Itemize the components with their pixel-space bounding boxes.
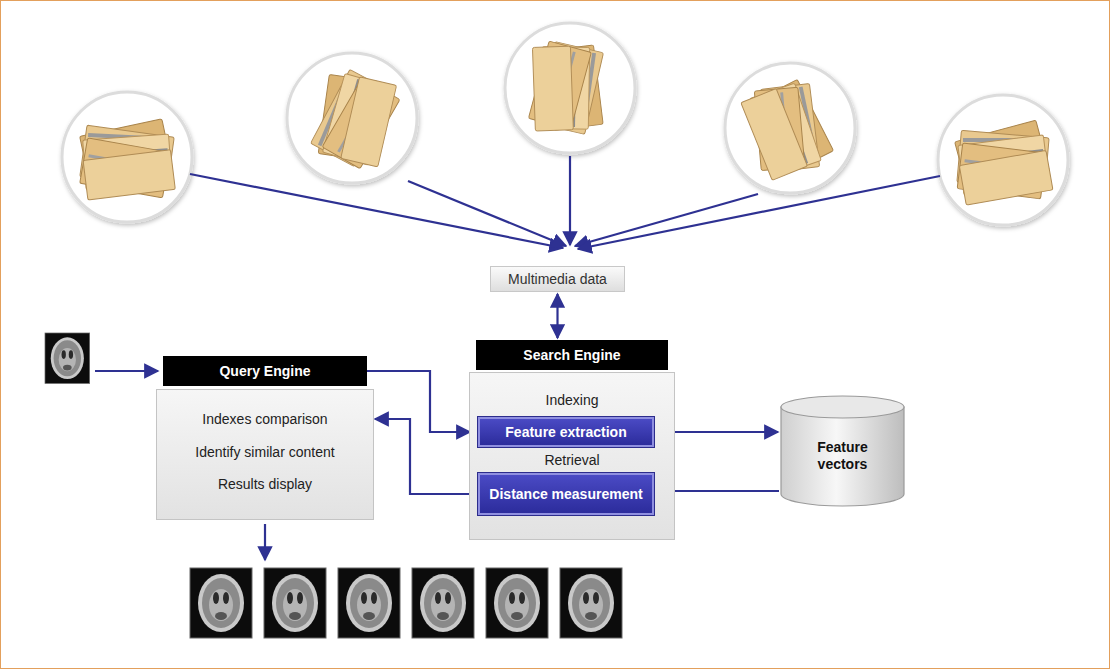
database-cylinder: Feature vectors (780, 395, 905, 507)
source-circle (938, 95, 1068, 225)
folder-stack (739, 75, 837, 183)
cylinder-body (781, 407, 904, 506)
flow-arrow (367, 371, 470, 432)
source-circle (62, 92, 192, 222)
source-circle (505, 23, 635, 153)
engine-header: Search Engine (476, 340, 668, 370)
cylinder-top (781, 396, 904, 418)
node-label: Feature extraction (505, 424, 626, 440)
flow-arrow (375, 419, 470, 494)
result-images (190, 568, 622, 638)
panel-text: Indexing (470, 391, 674, 409)
flow-arrow (556, 294, 558, 338)
panel-text: Identify similar content (157, 443, 373, 461)
result-image (560, 568, 622, 638)
panel-text: Retrieval (470, 451, 674, 469)
results-arrow (264, 524, 266, 560)
source-arrow (575, 194, 758, 246)
source-arrow (569, 156, 571, 245)
engine-panel: Indexes comparisonIdentify similar conte… (156, 389, 374, 520)
engine-header: Query Engine (163, 356, 367, 386)
data-box: Multimedia data (490, 266, 625, 292)
folder-stack (303, 63, 407, 175)
folder-stack (954, 119, 1054, 205)
node-label: Feature vectors (803, 429, 883, 473)
process-box: Feature extraction (478, 417, 654, 447)
result-image (486, 568, 548, 638)
source-arrows (190, 156, 940, 249)
node-label: Distance measurement (489, 486, 642, 502)
result-image (190, 568, 252, 638)
query-image (45, 333, 90, 383)
source-circle (287, 53, 417, 183)
result-image (412, 568, 474, 638)
result-image (264, 568, 326, 638)
source-circle (725, 63, 855, 193)
source-arrow (578, 176, 940, 249)
panel-text: Indexes comparison (157, 410, 373, 428)
folder-stack (525, 40, 610, 137)
result-image (338, 568, 400, 638)
source-arrow (190, 174, 563, 248)
engine-panel: IndexingRetrieval Feature extractionDista… (469, 372, 675, 540)
process-box: Distance measurement (478, 473, 654, 515)
folder-stack (80, 119, 176, 200)
node-label: Search Engine (523, 347, 620, 363)
node-label: Multimedia data (508, 271, 607, 287)
node-label: Query Engine (219, 363, 310, 379)
data-source-circles (62, 23, 1068, 225)
panel-text: Results display (157, 475, 373, 493)
source-arrow (408, 181, 566, 246)
query-arrow (95, 370, 158, 372)
